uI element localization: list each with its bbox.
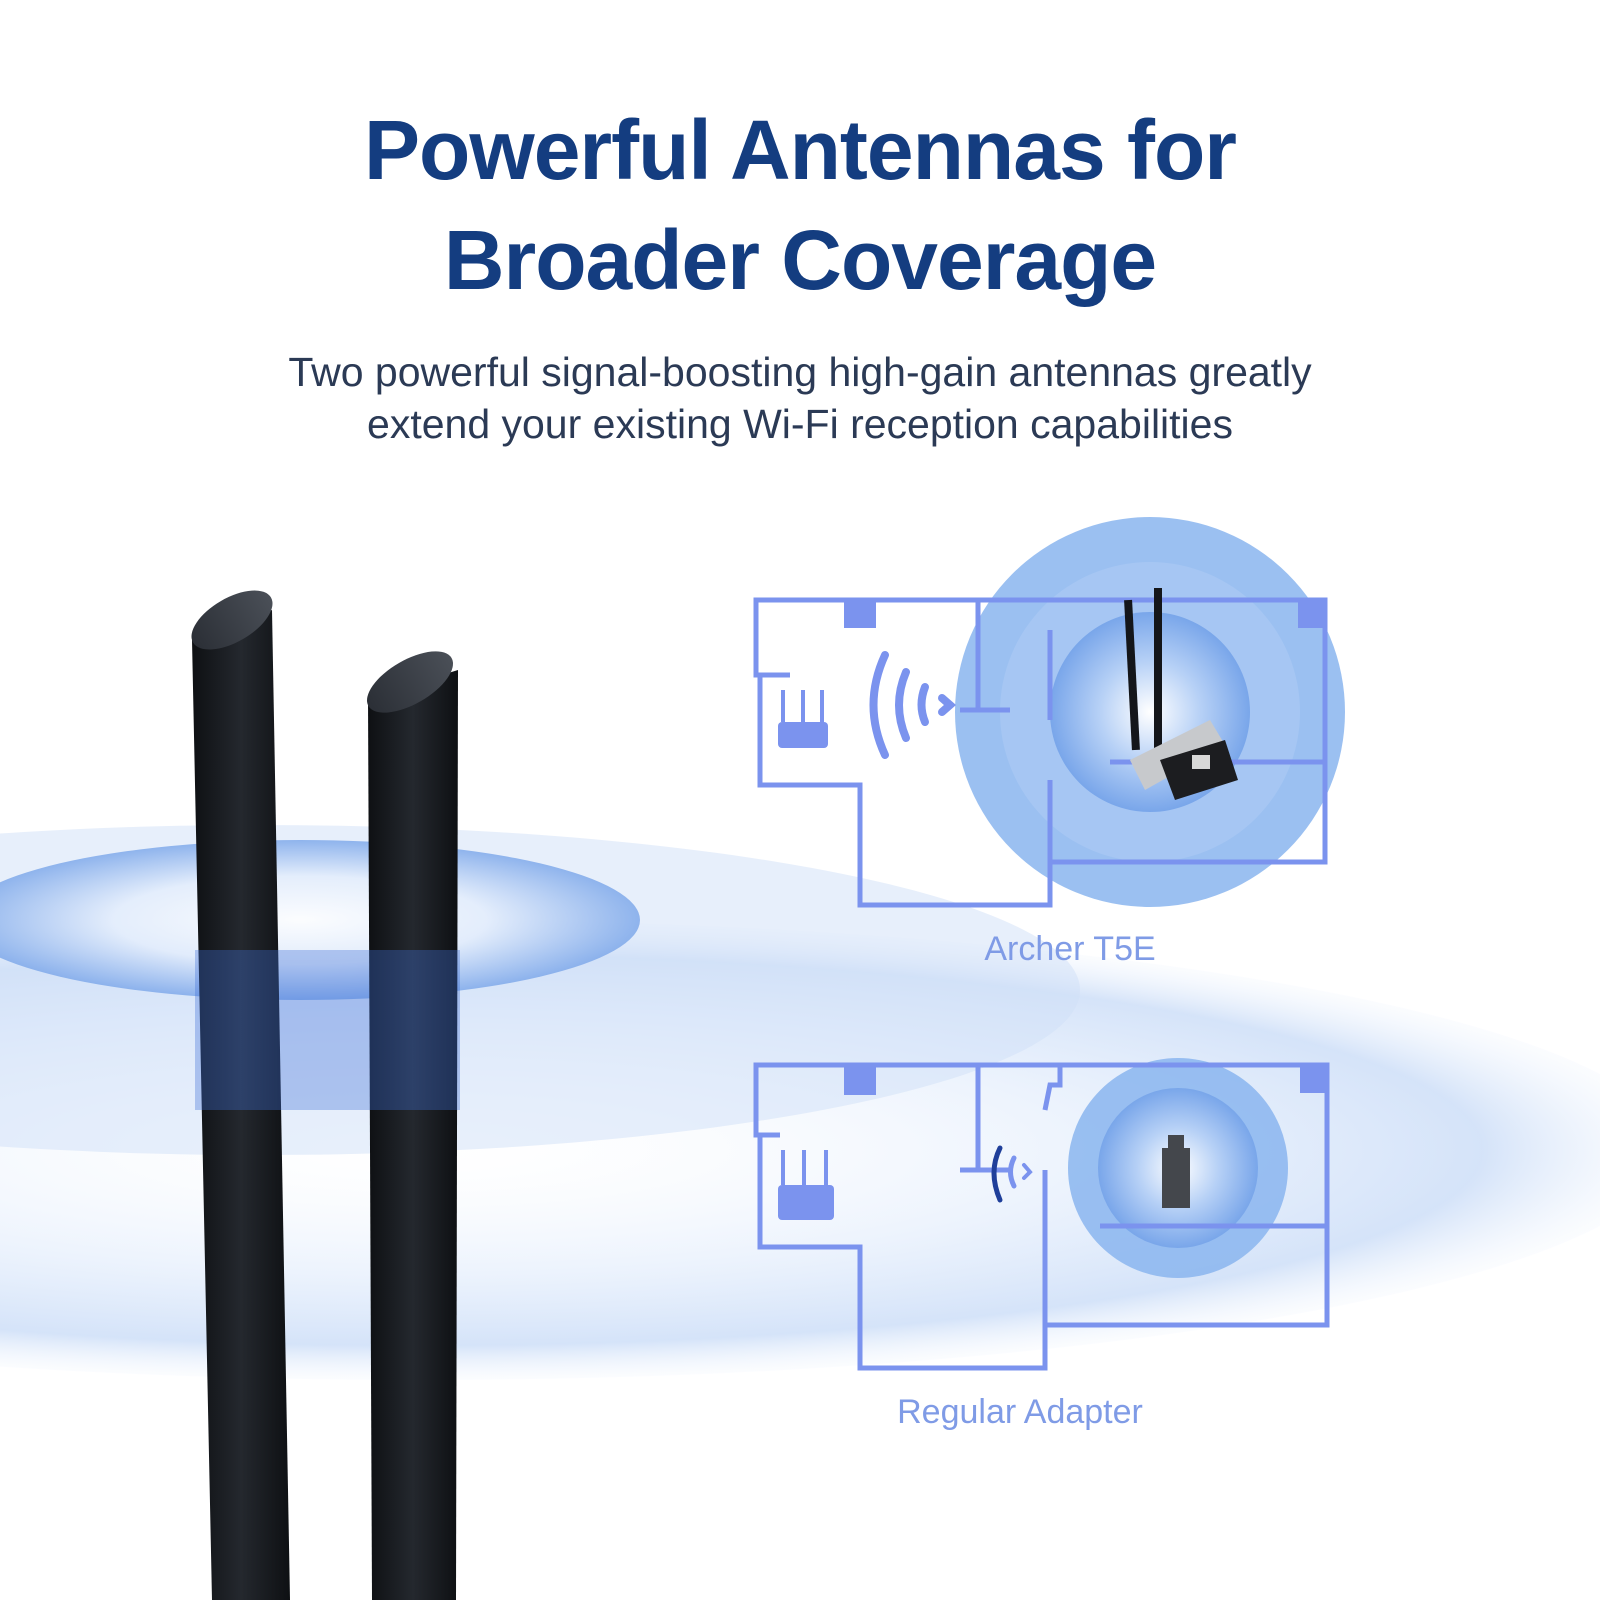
router-icon — [778, 1150, 834, 1220]
router-icon — [778, 690, 828, 748]
wifi-signal-icon — [869, 651, 957, 759]
title-line-2: Broader Coverage — [443, 213, 1157, 307]
subtitle-line-1: Two powerful signal-boosting high-gain a… — [288, 349, 1312, 395]
regular-adapter-diagram — [753, 1058, 1330, 1371]
title-line-1: Powerful Antennas for — [364, 103, 1237, 197]
archer-t5e-label: Archer T5E — [984, 930, 1156, 968]
antenna-left — [191, 590, 290, 1600]
page-title: Powerful Antennas for Broader Coverage — [0, 95, 1600, 315]
subtitle-line-2: extend your existing Wi-Fi reception cap… — [367, 401, 1233, 447]
antenna-right — [367, 651, 458, 1600]
archer-t5e-diagram — [753, 517, 1345, 908]
usb-adapter-icon — [1162, 1135, 1190, 1208]
pcie-adapter-icon — [1124, 588, 1238, 800]
wifi-signal-icon — [991, 1145, 1033, 1203]
subtitle: Two powerful signal-boosting high-gain a… — [0, 346, 1600, 450]
regular-adapter-label: Regular Adapter — [897, 1393, 1143, 1431]
